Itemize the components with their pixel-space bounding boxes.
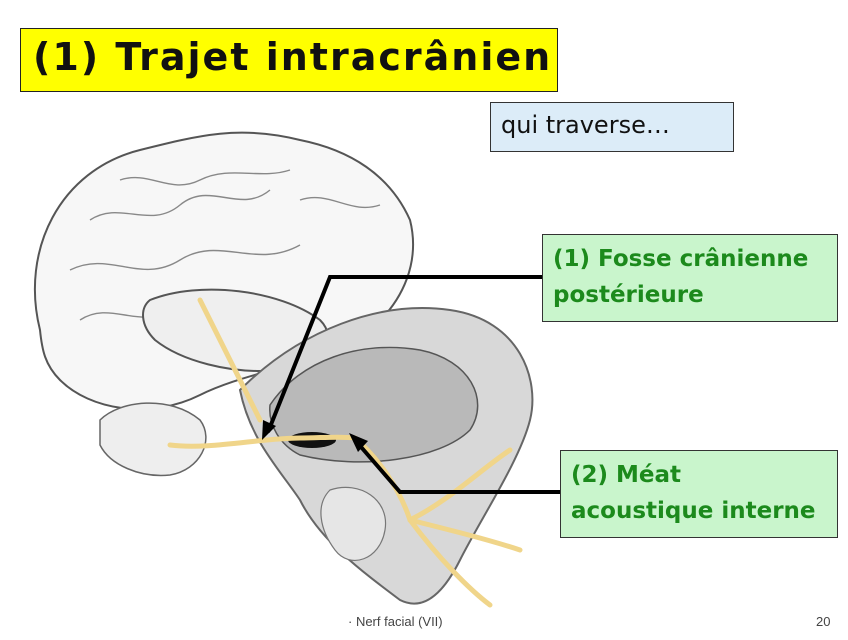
cerebellum [99, 402, 207, 477]
subtitle-text: qui traverse… [501, 111, 670, 139]
leader-line-1 [266, 275, 542, 433]
subtitle-box: qui traverse… [490, 102, 734, 152]
title-box: (1) Trajet intracrânien [20, 28, 558, 92]
arrowhead-1 [262, 420, 276, 440]
facial-nerve-main [167, 434, 358, 449]
callout-1-line-2: postérieure [553, 282, 704, 308]
callout-2-line-2: acoustique interne [571, 498, 816, 524]
callout-posterior-fossa: (1) Fosse crânienne postérieure [542, 234, 838, 322]
slide-title: (1) Trajet intracrânien [33, 35, 553, 79]
callout-2-line-1: (2) Méat [571, 462, 682, 488]
callout-internal-acoustic-meatus: (2) Méat acoustique interne [560, 450, 838, 538]
page-number: 20 [816, 614, 831, 629]
leader-line-2 [353, 438, 560, 494]
arrowhead-2 [349, 433, 368, 452]
parotid-region [320, 486, 387, 561]
callout-1-line-1: (1) Fosse crânienne [553, 246, 809, 272]
footer-title: · Nerf facial (VII) [348, 614, 443, 629]
